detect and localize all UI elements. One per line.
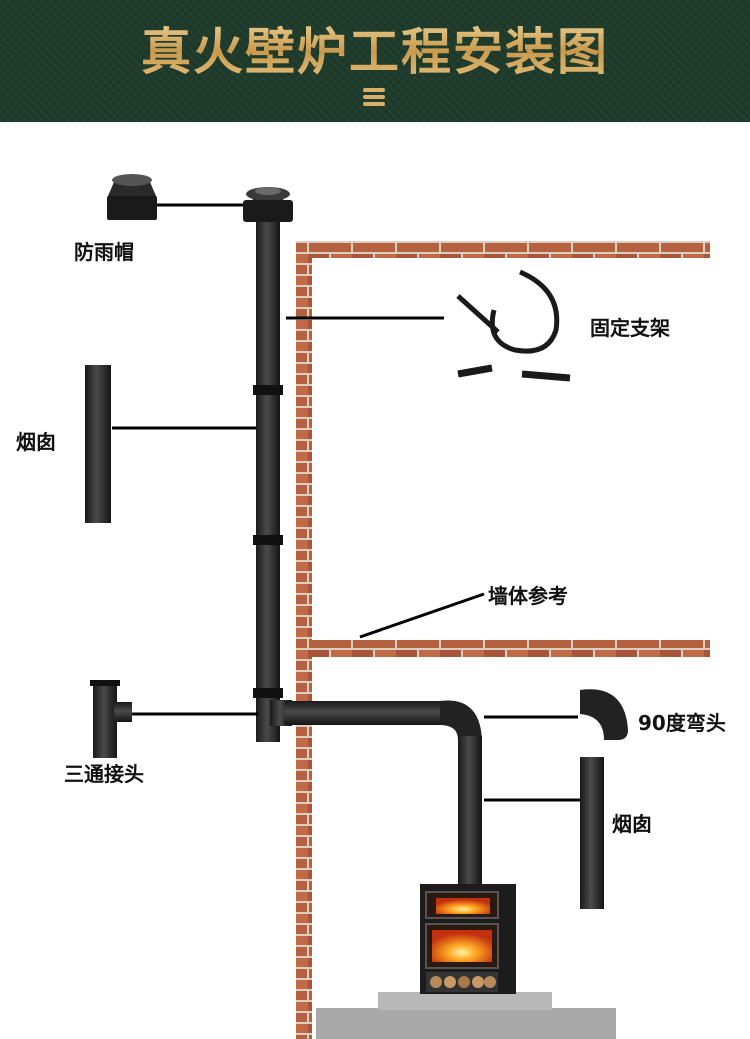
stove-flue-pipe [458,736,482,888]
chimney-pipe-right-part [580,757,604,909]
label-chimney-right: 烟囱 [612,812,652,836]
hearth-platform [378,992,552,1010]
tee-joint-part [90,680,132,758]
wall-vertical [296,241,312,1039]
elbow-90-part [580,689,628,740]
wood-stove [420,884,516,994]
chimney-pipe-left-part [85,365,111,523]
leader-lines [112,203,580,802]
label-rain-cap: 防雨帽 [74,240,134,264]
label-chimney-left: 烟囱 [16,430,56,454]
main-chimney [243,187,293,742]
label-tee-joint: 三通接头 [64,762,144,786]
bracket-part [456,269,571,382]
floor-slab [316,1008,616,1039]
label-elbow-90: 90度弯头 [638,711,726,735]
page-header: 真火壁炉工程安装图 [0,0,750,122]
wall-upper-beam [296,241,710,258]
hamburger-menu-icon[interactable] [363,88,387,108]
wall-lower-beam [312,640,710,657]
page-title: 真火壁炉工程安装图 [0,12,750,84]
main-elbow [440,700,482,740]
label-wall-reference: 墙体参考 [488,584,568,608]
label-bracket: 固定支架 [590,316,670,340]
rain-cap-part [107,174,157,220]
brick-wall [296,241,710,1039]
horizontal-pipe [284,701,456,725]
